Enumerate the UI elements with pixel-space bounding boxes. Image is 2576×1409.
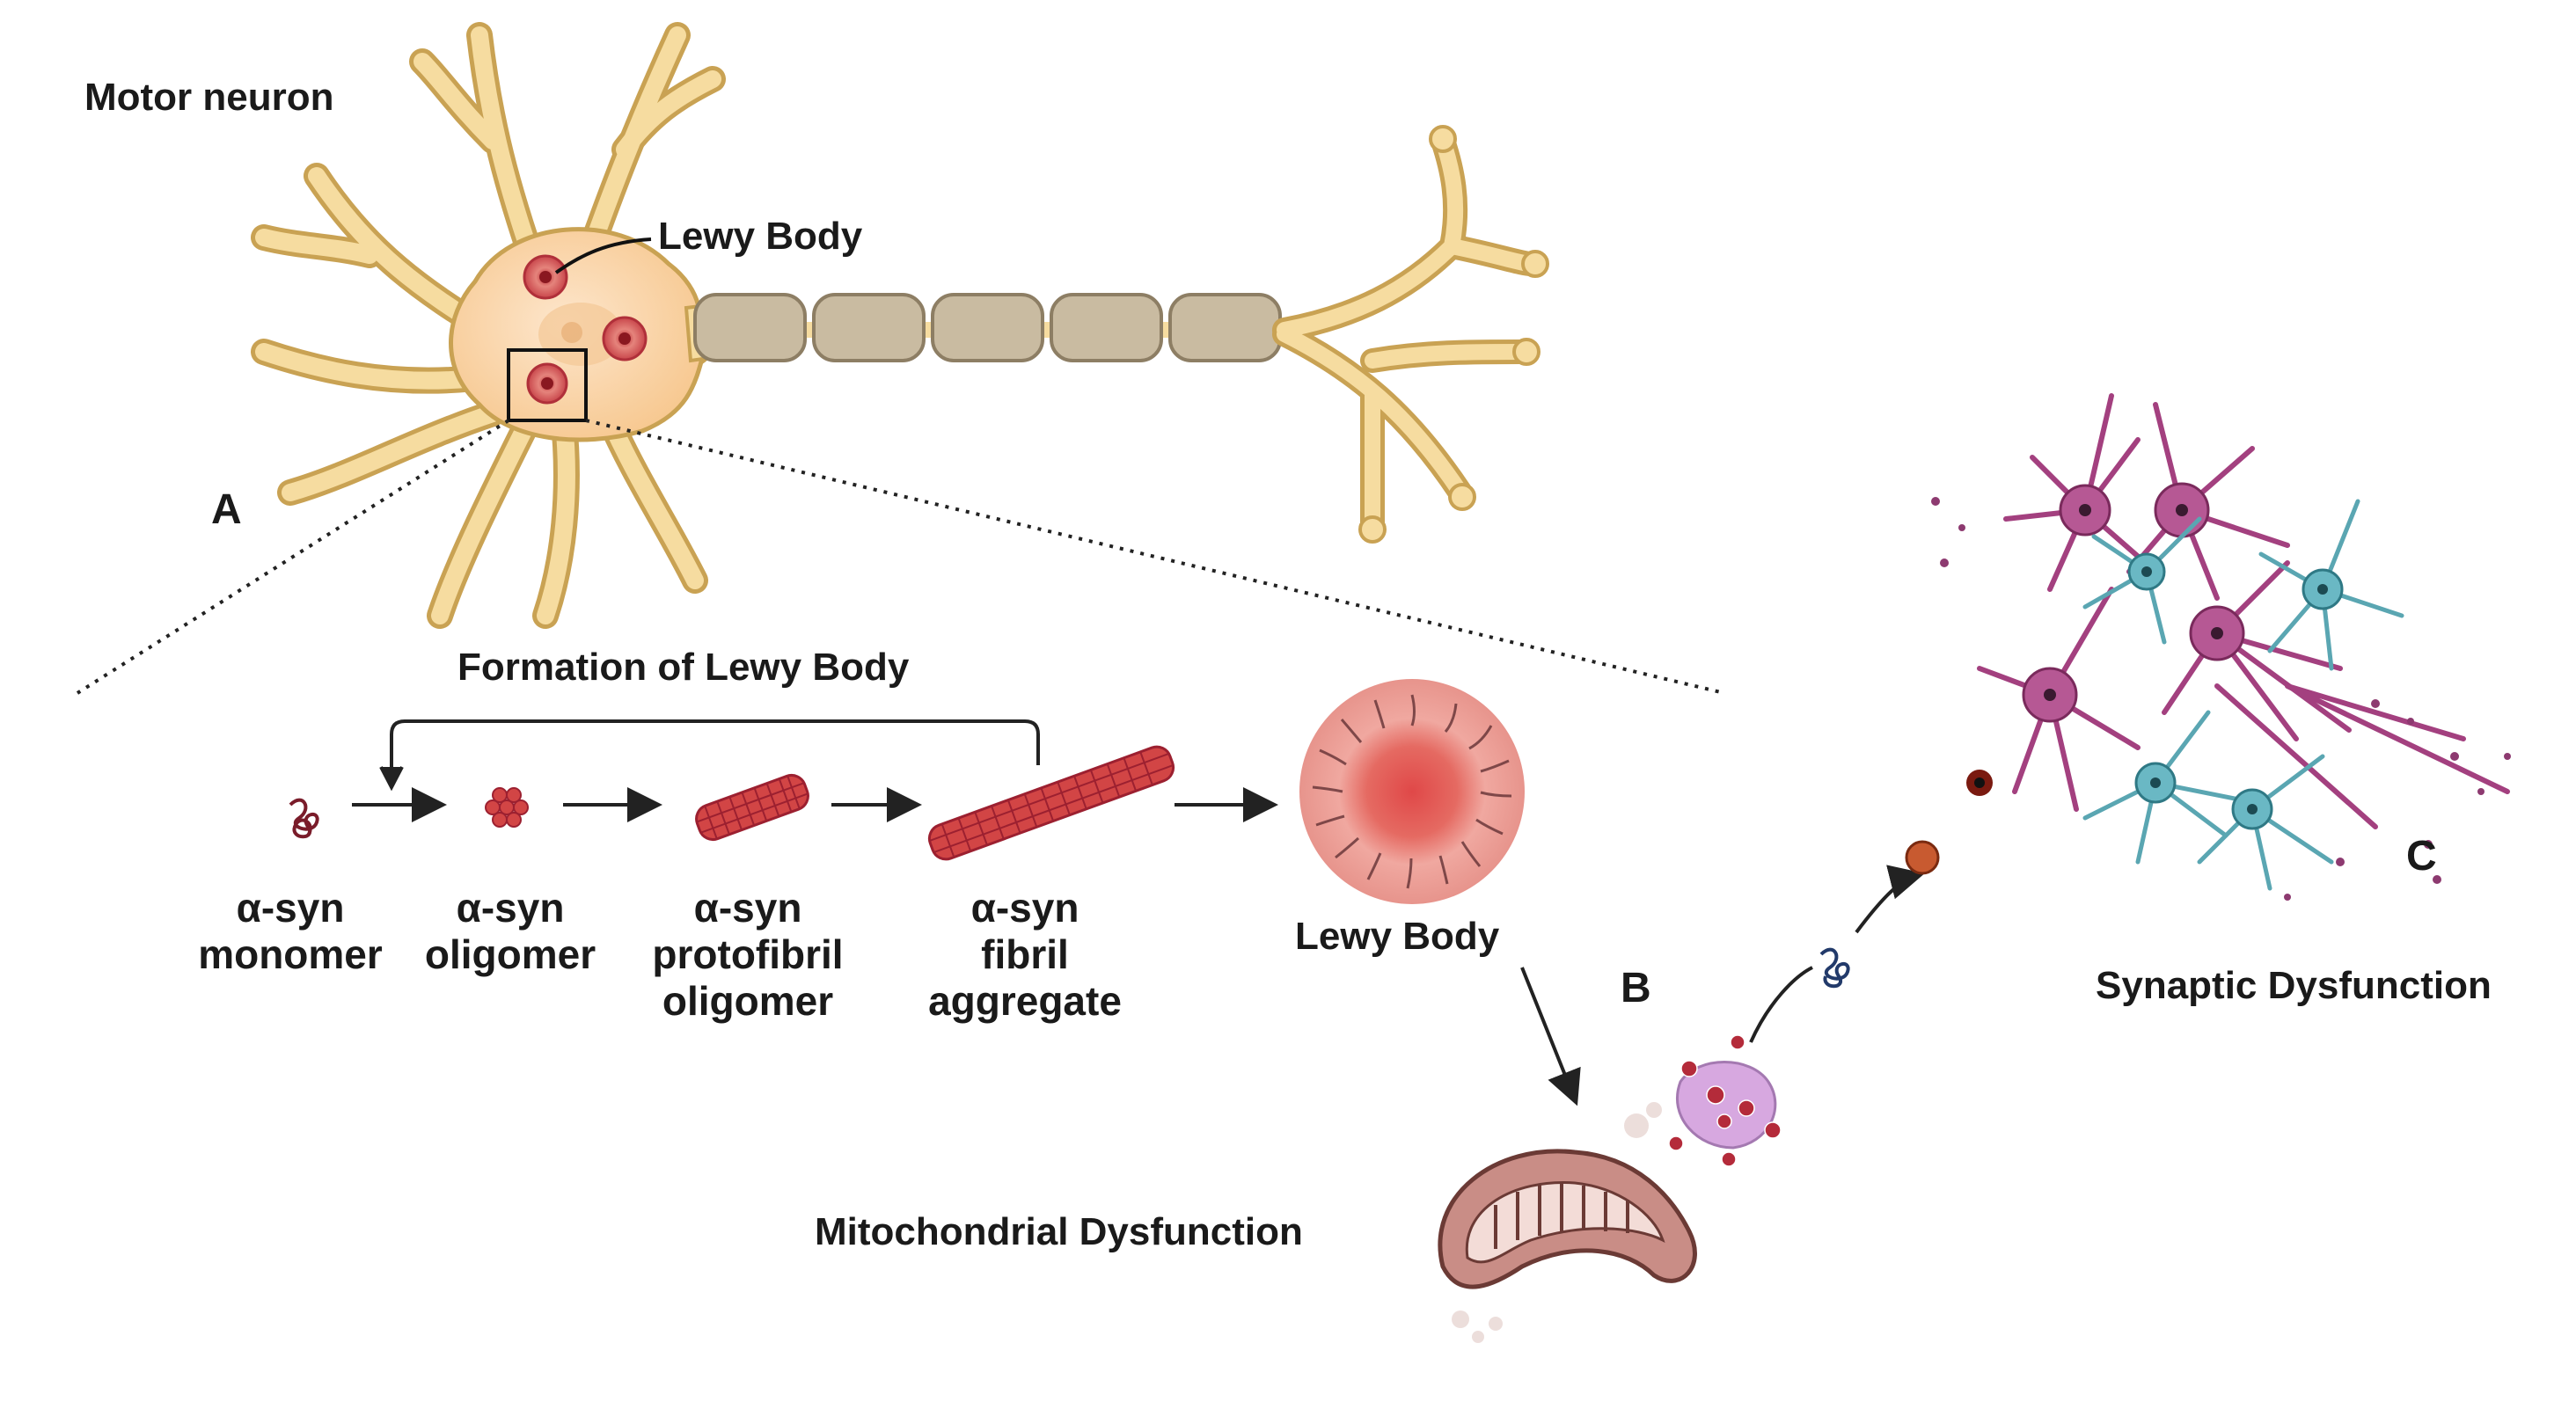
- lewy-body-large: [1299, 679, 1525, 904]
- step-fibril-label: α-syn fibril aggregate: [915, 885, 1135, 1025]
- monomer-icon: [289, 798, 319, 839]
- synaptic-dysfunction-label: Synaptic Dysfunction: [2096, 964, 2492, 1007]
- zoom-lines: [76, 419, 1725, 695]
- lewy-body-pointer-label: Lewy Body: [658, 215, 863, 258]
- path-to-synapse: [1749, 865, 1925, 1043]
- step-oligomer-label: α-syn oligomer: [405, 885, 616, 978]
- step-protofibril-label: α-syn protofibril oligomer: [633, 885, 862, 1025]
- formation-title: Formation of Lewy Body: [457, 646, 910, 689]
- motor-neuron-title: Motor neuron: [84, 76, 334, 119]
- step-protofibril-line2: protofibril: [652, 931, 844, 977]
- mitochondrial-dysfunction-label: Mitochondrial Dysfunction: [815, 1210, 1303, 1253]
- feedback-arrow: [379, 719, 1040, 792]
- mitochondrion: [1438, 1102, 1697, 1343]
- protofibril-oligomer-icon: [695, 773, 809, 842]
- step-monomer-line2: monomer: [198, 931, 383, 977]
- step-monomer-line1: α-syn: [236, 885, 345, 931]
- step-monomer-label: α-syn monomer: [180, 885, 400, 978]
- step-protofibril-line3: oligomer: [662, 977, 834, 1024]
- damaged-cell: [1668, 1034, 1782, 1167]
- step-oligomer-line1: α-syn: [456, 885, 565, 931]
- lewy-bodies-in-soma: [523, 254, 648, 405]
- synaptic-network: [1931, 393, 2511, 901]
- myelin-sheaths: [693, 293, 1282, 362]
- zoom-box: [507, 348, 588, 422]
- monomer-b-icon: [1819, 947, 1850, 989]
- panel-letter-b: B: [1621, 965, 1651, 1011]
- oligomer-icon: [485, 787, 529, 828]
- axon-terminal: [1272, 125, 1549, 544]
- lewy-body-result-label: Lewy Body: [1295, 915, 1500, 958]
- panel-letter-a: A: [211, 486, 242, 533]
- step-oligomer-line2: oligomer: [424, 931, 596, 977]
- motor-neuron: [251, 22, 1549, 629]
- panel-letter-c: C: [2406, 833, 2437, 880]
- arrow-to-mitochondria: [1520, 967, 1581, 1106]
- step-protofibril-line1: α-syn: [693, 885, 802, 931]
- aggregate-particle: [1905, 840, 1940, 875]
- fibril-aggregate-icon: [927, 745, 1175, 861]
- step-fibril-line1: α-syn: [970, 885, 1079, 931]
- step-fibril-line2: fibril: [981, 931, 1069, 977]
- step-fibril-line3: aggregate: [928, 977, 1122, 1024]
